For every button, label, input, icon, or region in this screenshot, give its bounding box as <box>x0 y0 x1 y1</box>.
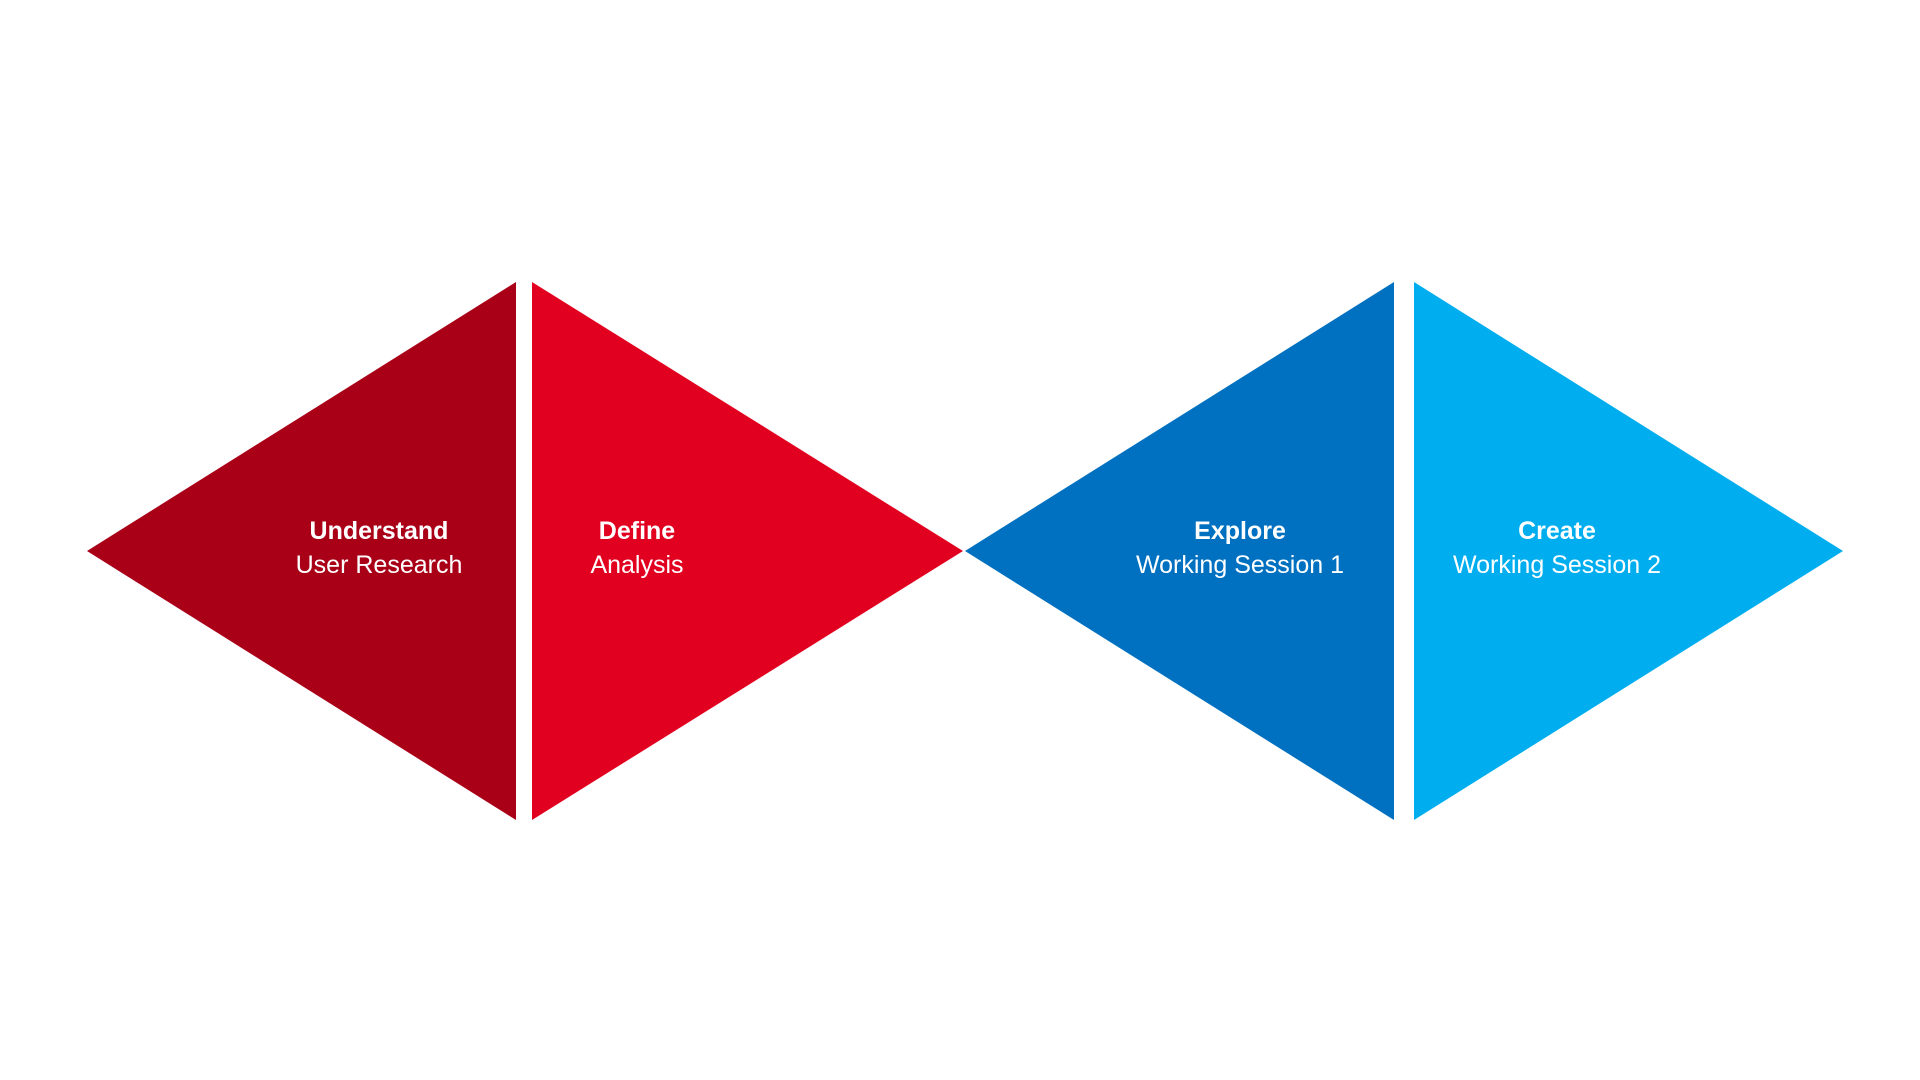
stage-subtitle: User Research <box>295 551 463 579</box>
triangle-create <box>1414 282 1843 820</box>
stage-title: Explore <box>1194 517 1286 545</box>
stage-title: Define <box>598 517 676 545</box>
stage-label-define: Define Analysis <box>590 514 683 582</box>
stage-label-understand: Understand User Research <box>296 514 463 582</box>
stage-subtitle: Working Session 2 <box>1453 551 1661 579</box>
triangle-define <box>532 282 963 820</box>
stage-title: Create <box>1518 517 1596 545</box>
stage-subtitle: Working Session 1 <box>1136 551 1344 579</box>
stage-subtitle: Analysis <box>590 551 684 579</box>
stage-label-create: Create Working Session 2 <box>1453 514 1661 582</box>
stage-label-explore: Explore Working Session 1 <box>1136 514 1344 582</box>
triangle-understand <box>87 282 516 820</box>
triangle-explore <box>965 282 1394 820</box>
stage-title: Understand <box>309 517 449 545</box>
